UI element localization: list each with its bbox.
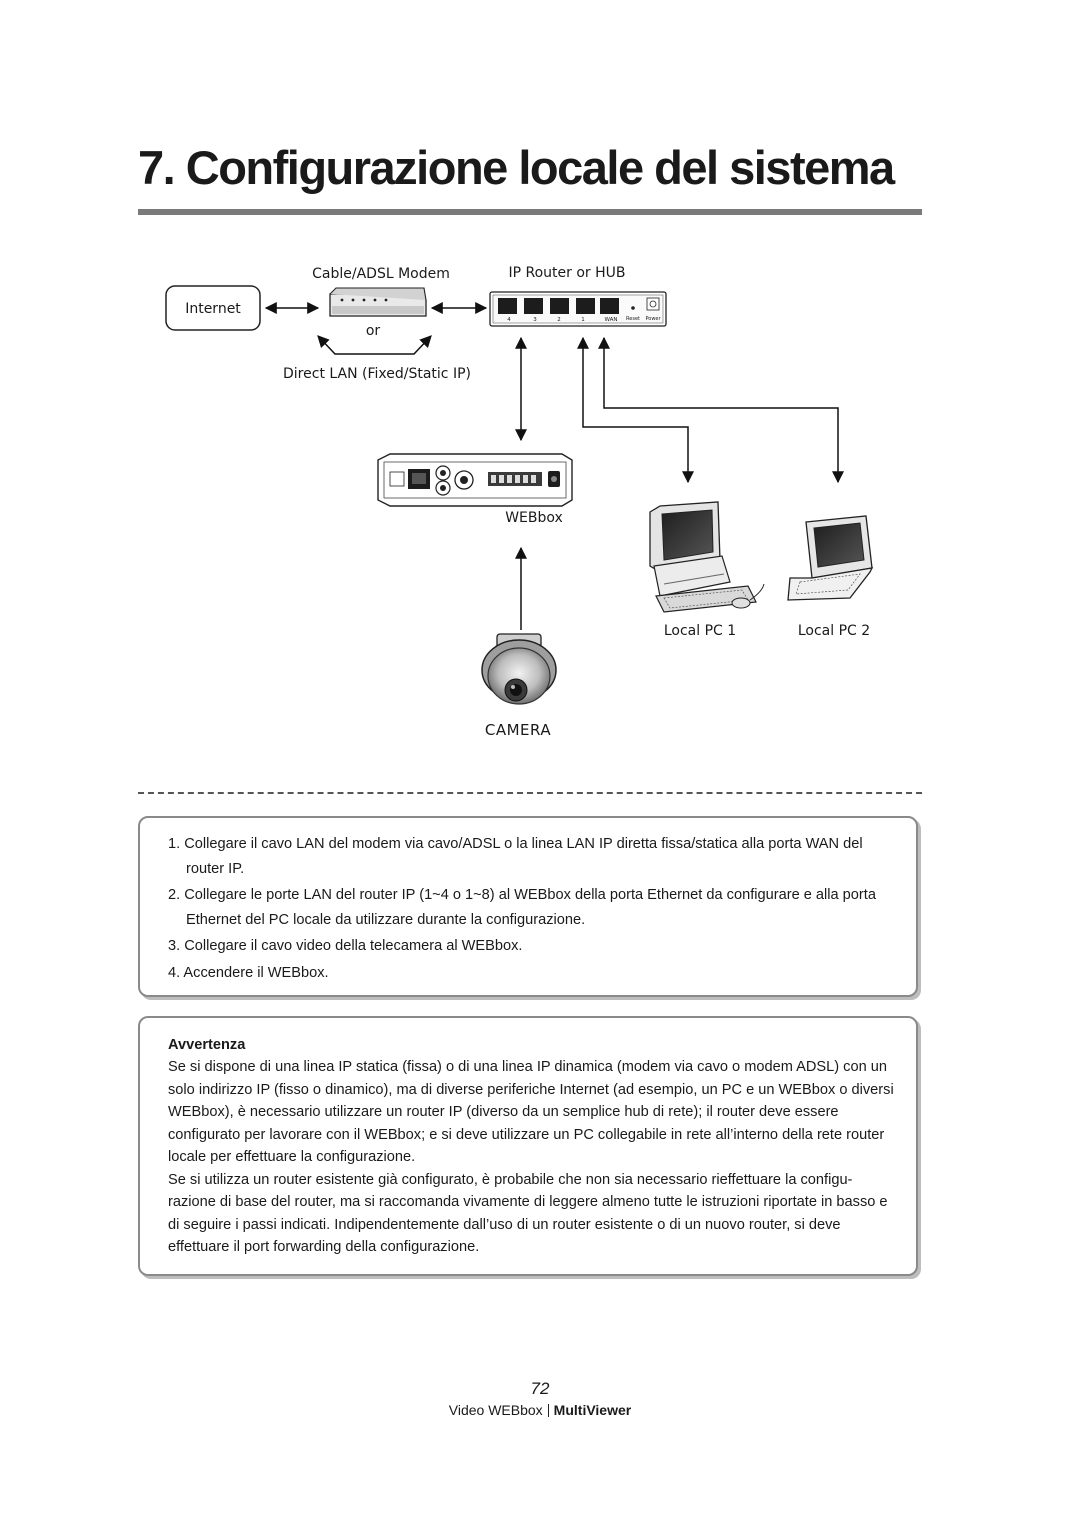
internet-node: Internet — [165, 285, 261, 331]
footer-separator — [547, 1404, 549, 1417]
network-diagram: Internet Cable/ADSL Modem or Direct LAN … — [165, 265, 874, 739]
page-number: 72 — [530, 1379, 550, 1398]
router-label: IP Router or HUB — [508, 265, 625, 281]
warning-paragraph: Se si utilizza un router esistente già c… — [168, 1171, 888, 1256]
router-port-wan: WAN — [604, 317, 617, 323]
page-title: 7. Configurazione locale del sistema — [138, 141, 895, 194]
router-power-label: Power — [645, 316, 661, 322]
router-pc2-arrow — [598, 336, 844, 484]
modem-label: Cable/ADSL Modem — [312, 266, 450, 282]
camera-label: CAMERA — [485, 721, 551, 739]
internet-label: Internet — [185, 301, 241, 317]
local-pc-2-label: Local PC 2 — [798, 623, 870, 639]
footer-brand: MultiViewer — [553, 1402, 632, 1418]
local-pc-1-label: Local PC 1 — [664, 623, 736, 639]
instructions-box: 1. Collegare il cavo LAN del modem via c… — [138, 816, 918, 997]
router-device: IP Router or HUB 4 3 2 1 WAN Reset Power — [489, 265, 667, 327]
steps-list: 1. Collegare il cavo LAN del modem via c… — [168, 832, 900, 985]
modem-device: Cable/ADSL Modem — [312, 266, 450, 317]
step-item: 4. Accendere il WEBbox. — [168, 964, 329, 981]
local-pc-1-illustration — [649, 501, 765, 613]
webbox-device — [377, 453, 573, 507]
camera-illustration — [481, 633, 557, 705]
router-reset-label: Reset — [626, 316, 640, 322]
router-port-3: 3 — [533, 317, 537, 323]
warning-box: Avvertenza Se si dispone di una linea IP… — [138, 1016, 918, 1276]
title-underline — [138, 209, 922, 215]
direct-lan-label: Direct LAN (Fixed/Static IP) — [283, 366, 471, 382]
webbox-label: WEBbox — [505, 510, 563, 526]
router-lan-ports — [498, 298, 619, 314]
local-pc-2-illustration — [787, 515, 874, 601]
section-divider — [138, 792, 922, 794]
step-item: 2. Collegare le porte LAN del router IP … — [168, 887, 876, 928]
step-item: 1. Collegare il cavo LAN del modem via c… — [168, 836, 863, 877]
step-item: 3. Collegare il cavo video della telecam… — [168, 938, 523, 954]
or-label: or — [366, 323, 381, 339]
warning-paragraph: Se si dispone di una linea IP statica (f… — [168, 1059, 894, 1165]
router-port-1: 1 — [581, 317, 585, 323]
footer-product: Video WEBbox — [448, 1402, 543, 1418]
or-curved-arrow — [317, 335, 432, 355]
router-port-4: 4 — [507, 317, 511, 323]
router-port-2: 2 — [557, 317, 561, 323]
warning-title: Avvertenza — [168, 1037, 246, 1053]
router-pc1-arrow — [577, 336, 694, 484]
footer: Video WEBbox MultiViewer — [0, 1402, 1080, 1418]
